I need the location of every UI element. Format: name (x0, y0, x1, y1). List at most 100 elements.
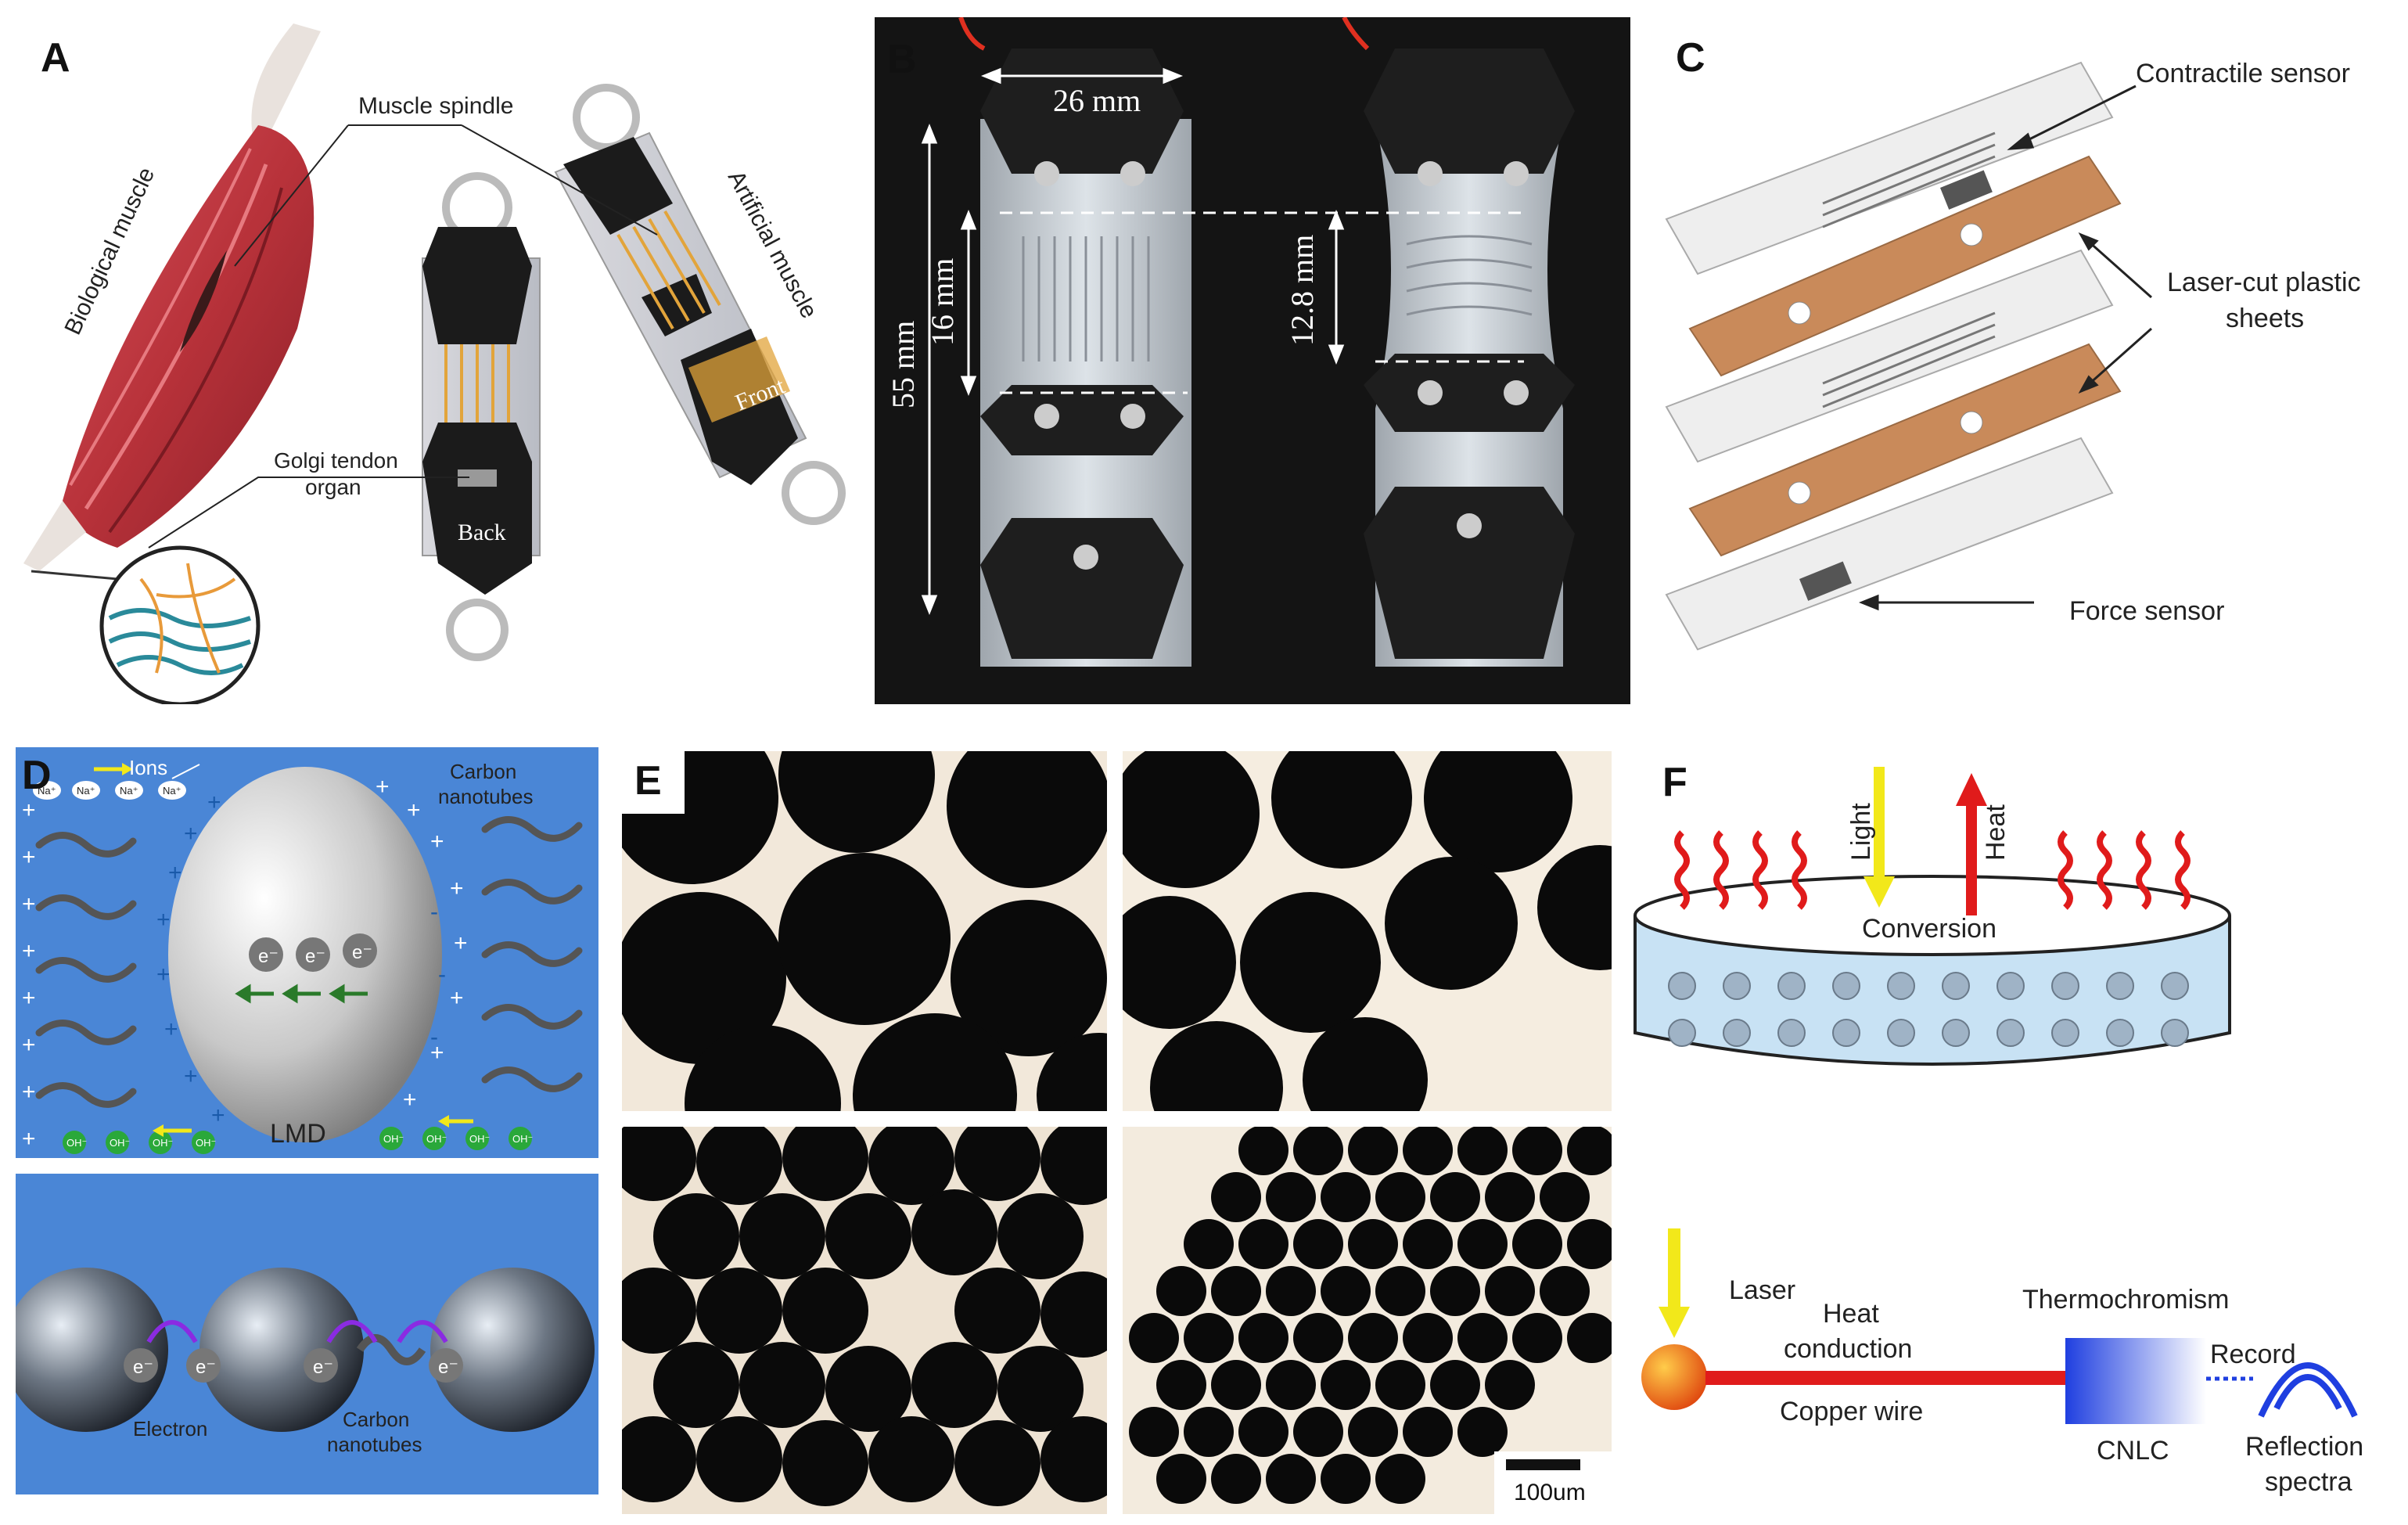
na-ion-label: Na⁺ (38, 785, 56, 797)
svg-text:+: + (168, 860, 182, 886)
force-sensor-label: Force sensor (2069, 596, 2224, 626)
panel-b: 26 mm 55 mm 16 mm 12.8 mm B (875, 16, 1630, 704)
svg-text:+: + (22, 1079, 36, 1105)
panel-b-photo: 26 mm 55 mm 16 mm 12.8 mm (875, 16, 1630, 704)
sensor-layer-stack (1665, 61, 2122, 651)
carbon-nanotubes-bottom-line2: nanotubes (327, 1433, 422, 1456)
svg-text:+: + (22, 891, 36, 917)
ions-label: Ions (129, 756, 167, 779)
golgi-tendon-label-line2: organ (305, 475, 361, 499)
svg-text:+: + (207, 789, 221, 815)
laser-arrow (1659, 1228, 1690, 1338)
carbon-nanotubes-right (481, 816, 583, 1092)
electron-symbol: e⁻ (133, 1357, 153, 1378)
gap-16mm-label: 16 mm (925, 258, 960, 346)
panel-f-label: F (1662, 760, 1687, 805)
thermochromism-label: Thermochromism (2022, 1285, 2229, 1315)
svg-text:-: - (430, 1024, 438, 1050)
panel-c-label: C (1676, 35, 1705, 81)
svg-text:+: + (184, 821, 198, 847)
reflection-spectra-line2: spectra (2265, 1467, 2352, 1497)
svg-text:-: - (438, 962, 446, 987)
svg-text:+: + (454, 930, 468, 956)
hopping-arrows (146, 1320, 448, 1343)
na-ion-label: Na⁺ (77, 785, 95, 797)
svg-text:+: + (22, 1126, 36, 1152)
panel-d-label: D (22, 753, 52, 798)
heat-label: Heat (1981, 804, 2011, 861)
laser-cut-label-line1: Laser-cut plastic (2167, 268, 2361, 297)
metal-spheres (4, 1268, 595, 1432)
svg-text:+: + (450, 876, 464, 901)
biological-muscle-shape (23, 23, 321, 571)
panel-a-illustration: Muscle spindle Biological muscle Artific… (23, 23, 846, 707)
height-55mm-label: 55 mm (886, 321, 921, 408)
reflection-spectrum-icon (2258, 1362, 2358, 1418)
svg-text:+: + (450, 985, 464, 1011)
panel-c: Contractile sensor Laser-cut plastic she… (1643, 0, 2408, 704)
copper-wire-label: Copper wire (1780, 1397, 1923, 1426)
svg-text:+: + (156, 907, 171, 933)
oh-ion-label: OH⁻ (469, 1133, 490, 1145)
droplets-small (1129, 1127, 1612, 1504)
heat-waves (1674, 830, 2191, 910)
oh-ion-label: OH⁻ (196, 1137, 216, 1149)
light-label: Light (1846, 803, 1876, 861)
panel-e-micrographs: 100um (622, 751, 1612, 1514)
measurement-lines (921, 67, 1524, 616)
electron-symbol: e⁻ (313, 1357, 333, 1378)
svg-text:+: + (22, 797, 36, 823)
electron-symbol: e⁻ (258, 946, 279, 967)
panel-d-illustration: ++++++++ ++++++++ ++++++++ --- Na⁺ Na⁺ N… (4, 747, 598, 1494)
panel-a-label: A (41, 35, 70, 81)
electron-label: Electron (133, 1417, 207, 1440)
electron-flow-arrows (235, 984, 368, 1004)
artificial-muscle-back (422, 172, 541, 661)
copper-wire (1705, 1371, 2065, 1385)
svg-text:+: + (403, 1087, 417, 1113)
sample-contracted (1342, 16, 1575, 667)
oh-ion-label: OH⁻ (110, 1137, 130, 1149)
oh-ion-label: OH⁻ (153, 1137, 173, 1149)
electrons-between-spheres: e⁻ e⁻ e⁻ e⁻ (124, 1348, 463, 1383)
oh-ion-label: OH⁻ (383, 1133, 404, 1145)
width-26mm-label: 26 mm (1053, 83, 1141, 118)
svg-text:+: + (22, 844, 36, 870)
panel-c-exploded-view: Contractile sensor Laser-cut plastic she… (1665, 59, 2361, 651)
svg-text:+: + (430, 1040, 444, 1066)
panel-c-arrows (1858, 85, 2152, 611)
heat-conduction-line2: conduction (1784, 1334, 1912, 1364)
panel-a: Muscle spindle Biological muscle Artific… (0, 0, 868, 707)
golgi-tendon-label-line1: Golgi tendon (274, 448, 398, 473)
panel-e: 100um E (622, 751, 1612, 1514)
svg-text:+: + (164, 1016, 178, 1042)
electron-symbol: e⁻ (438, 1357, 458, 1378)
carbon-nanotubes-left (35, 832, 137, 1108)
boundary-charges: ++++++++ --- (156, 789, 446, 1128)
oh-ion-label: OH⁻ (512, 1133, 533, 1145)
conversion-label: Conversion (1862, 914, 1996, 944)
oh-ion-label: OH⁻ (426, 1133, 447, 1145)
carbon-nanotubes-bottom-line1: Carbon (343, 1408, 409, 1431)
reflection-spectra-line1: Reflection (2245, 1432, 2363, 1462)
hydroxide-ions: OH⁻ OH⁻ OH⁻ OH⁻ OH⁻ OH⁻ OH⁻ OH⁻ (63, 1127, 533, 1154)
record-label: Record (2210, 1340, 2296, 1369)
artificial-muscle-front (554, 84, 846, 525)
panel-e-label: E (622, 751, 685, 814)
contractile-sensor-label: Contractile sensor (2136, 59, 2350, 88)
artificial-muscle-label: Artificial muscle (723, 167, 822, 322)
droplets-large (622, 751, 1107, 1111)
svg-text:+: + (22, 1032, 36, 1058)
gap-12-8mm-label: 12.8 mm (1285, 235, 1320, 346)
svg-text:+: + (211, 1102, 225, 1128)
scale-bar (1506, 1459, 1580, 1470)
na-ion-label: Na⁺ (120, 785, 138, 797)
svg-text:+: + (376, 774, 390, 800)
absorber-bead (1641, 1344, 1707, 1410)
tendon-magnifier (31, 545, 261, 707)
muscle-spindle-label: Muscle spindle (358, 93, 513, 119)
heat-arrow (1956, 773, 1987, 915)
svg-text:-: - (430, 899, 438, 925)
svg-text:+: + (156, 962, 171, 987)
electrons-in-droplet: e⁻ e⁻ e⁻ (249, 933, 377, 972)
